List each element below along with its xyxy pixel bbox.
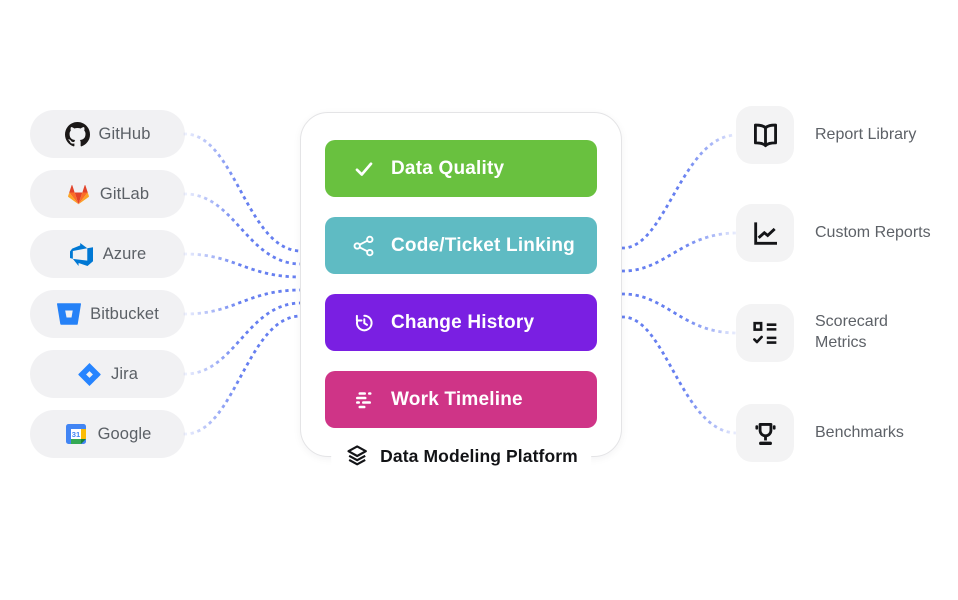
feature-label: Change History bbox=[391, 311, 535, 333]
source-pill-gitlab[interactable]: GitLab bbox=[30, 170, 185, 218]
output-benchmarks: Benchmarks bbox=[736, 404, 904, 462]
book-open-icon[interactable] bbox=[736, 106, 794, 164]
github-icon bbox=[64, 121, 90, 147]
layers-icon bbox=[344, 443, 370, 469]
output-scorecard-metrics: Scorecard Metrics bbox=[736, 304, 888, 362]
output-custom-reports: Custom Reports bbox=[736, 204, 931, 262]
history-icon bbox=[352, 311, 376, 335]
feature-label: Work Timeline bbox=[391, 388, 523, 410]
trophy-icon[interactable] bbox=[736, 404, 794, 462]
source-pill-google[interactable]: 31 Google bbox=[30, 410, 185, 458]
source-label: Bitbucket bbox=[90, 304, 159, 323]
output-label: Scorecard Metrics bbox=[815, 313, 888, 351]
source-pill-github[interactable]: GitHub bbox=[30, 110, 185, 158]
azure-icon bbox=[69, 242, 94, 267]
feature-change-history[interactable]: Change History bbox=[325, 294, 597, 351]
feature-data-quality[interactable]: Data Quality bbox=[325, 140, 597, 197]
checklist-icon[interactable] bbox=[736, 304, 794, 362]
platform-title-label: Data Modeling Platform bbox=[380, 445, 578, 466]
source-pill-jira[interactable]: Jira bbox=[30, 350, 185, 398]
feature-label: Code/Ticket Linking bbox=[391, 234, 575, 256]
svg-text:31: 31 bbox=[72, 430, 81, 439]
source-label: Azure bbox=[102, 244, 147, 263]
google-calendar-icon: 31 bbox=[64, 422, 89, 447]
timeline-icon bbox=[352, 388, 376, 412]
source-label: Google bbox=[97, 424, 152, 443]
gitlab-icon bbox=[66, 182, 91, 207]
right-connector-lines bbox=[622, 133, 739, 435]
output-report-library: Report Library bbox=[736, 106, 916, 164]
source-pill-bitbucket[interactable]: Bitbucket bbox=[30, 290, 185, 338]
platform-card: Data Quality Code/Ticket Linking Change … bbox=[300, 112, 622, 471]
output-label: Report Library bbox=[815, 125, 917, 143]
source-label: GitLab bbox=[99, 184, 150, 203]
output-label: Custom Reports bbox=[815, 223, 931, 241]
source-label: GitHub bbox=[98, 124, 151, 143]
bitbucket-icon bbox=[56, 302, 81, 327]
left-connector-lines bbox=[183, 132, 303, 436]
source-label: Jira bbox=[111, 364, 138, 383]
check-icon bbox=[352, 157, 376, 181]
source-pill-azure[interactable]: Azure bbox=[30, 230, 185, 278]
feature-code-ticket-linking[interactable]: Code/Ticket Linking bbox=[325, 217, 597, 274]
share-nodes-icon bbox=[352, 234, 376, 258]
feature-label: Data Quality bbox=[391, 157, 505, 179]
jira-icon bbox=[77, 362, 102, 387]
output-label: Benchmarks bbox=[815, 423, 904, 441]
line-chart-icon[interactable] bbox=[736, 204, 794, 262]
feature-work-timeline[interactable]: Work Timeline bbox=[325, 371, 597, 428]
platform-title: Data Modeling Platform bbox=[331, 441, 591, 471]
